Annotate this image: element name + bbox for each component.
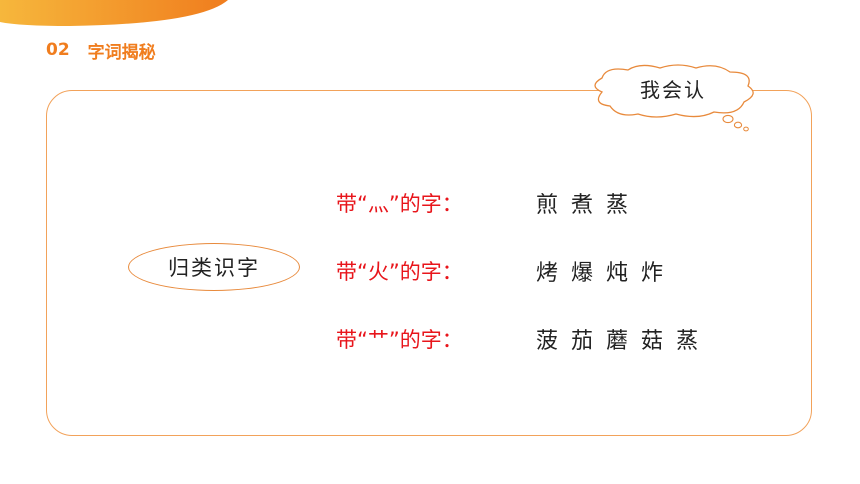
character: 烤 — [536, 261, 559, 286]
character: 煎 — [536, 193, 559, 218]
decorative-corner-arc — [0, 0, 240, 30]
category-label: 归类识字 — [168, 256, 260, 280]
radical-row-label: 带“艹”的字： — [336, 328, 463, 352]
content-frame — [46, 90, 812, 436]
section-header: 02 字词揭秘 — [46, 38, 156, 63]
character: 菇 — [641, 329, 664, 354]
radical-row: 带“灬”的字： 煎 煮 蒸 — [336, 186, 628, 220]
character: 茄 — [571, 329, 594, 354]
character: 煮 — [571, 193, 594, 218]
radical-row: 带“火”的字： 烤 爆 炖 炸 — [336, 254, 663, 288]
character: 炖 — [606, 261, 629, 286]
character-group: 菠 茄 蘑 菇 蒸 — [536, 323, 698, 355]
thought-cloud: 我会认 — [588, 62, 764, 136]
radical-row-label: 带“灬”的字： — [336, 192, 463, 216]
section-number: 02 — [46, 40, 70, 60]
radical-row-label: 带“火”的字： — [336, 260, 463, 284]
category-oval: 归类识字 — [128, 243, 300, 291]
character: 蒸 — [606, 193, 629, 218]
character-group: 烤 爆 炖 炸 — [536, 255, 663, 287]
cloud-label: 我会认 — [640, 78, 706, 102]
radical-row: 带“艹”的字： 菠 茄 蘑 菇 蒸 — [336, 322, 698, 356]
character: 菠 — [536, 329, 559, 354]
character: 爆 — [571, 261, 594, 286]
character: 炸 — [641, 261, 664, 286]
character: 蒸 — [676, 329, 699, 354]
character-group: 煎 煮 蒸 — [536, 187, 628, 219]
section-title: 字词揭秘 — [87, 42, 156, 63]
character: 蘑 — [606, 329, 629, 354]
